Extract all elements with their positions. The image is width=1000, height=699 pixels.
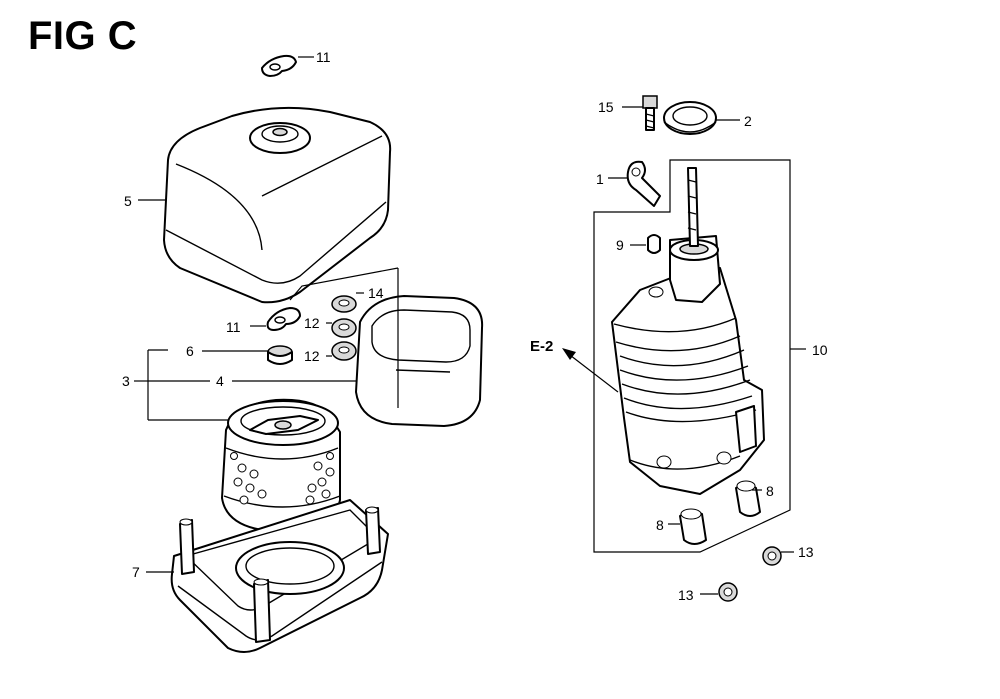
callout-13-left: 13 [678, 587, 694, 603]
nut-14 [331, 295, 357, 313]
wing-nut-lower [266, 307, 301, 331]
callout-5: 5 [124, 193, 132, 209]
callout-9: 9 [616, 237, 624, 253]
callout-8-right: 8 [766, 483, 774, 499]
air-cleaner-base [170, 499, 389, 653]
intake-elbow [611, 167, 765, 495]
wing-nut-top [261, 54, 297, 77]
callout-15: 15 [598, 99, 614, 115]
nut-13-right [762, 546, 782, 566]
bolt-15 [642, 95, 658, 131]
figure-title: FIG C [28, 14, 138, 58]
callout-13-right: 13 [798, 544, 814, 560]
air-cleaner-cover [163, 106, 392, 304]
bracket-3 [134, 267, 399, 421]
callout-11-lower: 11 [226, 319, 241, 335]
tube-8-left [679, 508, 707, 545]
callout-12-lower: 12 [304, 348, 320, 364]
seal-ring [663, 101, 717, 135]
plug-9 [647, 234, 661, 254]
callout-2: 2 [744, 113, 752, 129]
paper-filter-element [221, 398, 341, 531]
callout-14: 14 [368, 285, 384, 301]
clamp-part [626, 160, 661, 207]
callout-12-upper: 12 [304, 315, 320, 331]
callout-6: 6 [186, 343, 194, 359]
callout-10: 10 [812, 342, 828, 358]
reference-arrow-e2 [562, 348, 619, 393]
nut-12-upper [331, 318, 357, 338]
assembly-10-outline [593, 159, 806, 553]
callout-1: 1 [596, 171, 604, 187]
nut-13-left [718, 582, 738, 602]
callout-3: 3 [122, 373, 130, 389]
reference-label-e2: E-2 [530, 338, 553, 355]
grommet-part [267, 345, 293, 365]
callout-7: 7 [132, 564, 140, 580]
callout-11-top: 11 [316, 49, 331, 65]
callout-4: 4 [216, 373, 224, 389]
filter-holes [230, 452, 335, 505]
tube-8-right [735, 480, 761, 517]
foam-element [355, 295, 484, 427]
nut-12-lower [331, 341, 357, 361]
callout-8-left: 8 [656, 517, 664, 533]
